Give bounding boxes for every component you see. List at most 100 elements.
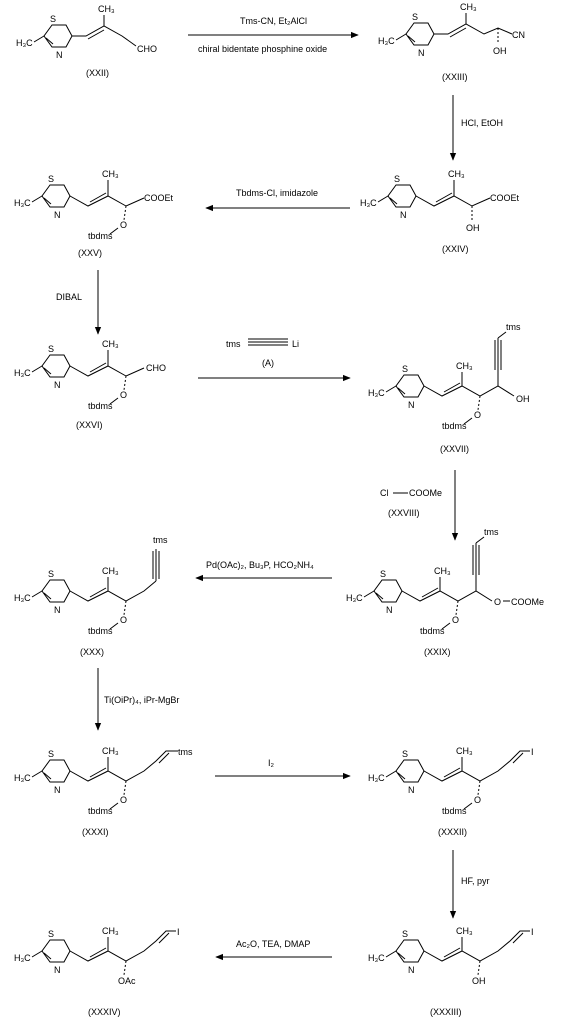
side-chain [69, 195, 145, 207]
hydroxyl-bond [477, 960, 481, 976]
nitrogen-label: N [54, 785, 61, 795]
ring-double-bond [43, 952, 52, 960]
thiazole-ring [395, 939, 425, 963]
vinyl-double-bond [512, 932, 524, 944]
methyl-bond [377, 195, 389, 203]
methyl-label: H₃C [360, 198, 377, 208]
ring-double-bond [397, 387, 406, 395]
sulfur-label: S [402, 749, 408, 759]
methyl-bond [31, 365, 43, 373]
silyl-bond [109, 802, 119, 810]
methyl-bond [395, 33, 407, 41]
step-arrow-5: tms Li (A) [198, 338, 351, 382]
step-arrow-10: HF, pyr [449, 850, 490, 919]
methyl-top-label: CH₃ [102, 926, 119, 936]
tbdms-label: tbdms [88, 806, 113, 816]
side-chain [415, 195, 491, 207]
aldehyde-label: CHO [146, 363, 166, 373]
compound-caption: (XXXIII) [430, 1007, 462, 1017]
thiazole-ring [43, 24, 73, 48]
silyl-bond [463, 417, 473, 425]
nitrogen-label: N [54, 605, 61, 615]
sulfur-label: S [48, 929, 54, 939]
oxygen-bond [477, 395, 481, 411]
methyl-top-label: CH₃ [448, 169, 465, 179]
compound-xxxii: S N H₃C CH₃ I tbdms O (XXXII) [368, 746, 534, 837]
compound-xxv: S N H₃C CH₃ COOEt tbdms O (XXV) [14, 169, 174, 258]
reagent-label: (A) [262, 358, 274, 368]
tbdms-label: tbdms [88, 231, 113, 241]
alkene-double-bond [89, 767, 107, 778]
side-chain [434, 23, 513, 35]
reagent-li-label: Li [292, 339, 299, 349]
thiazole-ring [373, 579, 403, 603]
nitrogen-label: N [418, 48, 425, 58]
reagent-label: Tbdms-Cl, imidazole [236, 188, 318, 198]
tms-label: tms [506, 322, 521, 332]
compound-caption: (XXVII) [440, 444, 469, 454]
thiazole-ring [41, 759, 71, 783]
reagent-coome-label: COOMe [409, 488, 442, 498]
thiazole-ring [395, 759, 425, 783]
silyl-bond [109, 397, 119, 405]
oxygen-bond [477, 780, 481, 796]
side-chain [72, 25, 137, 47]
alkene-double-bond [89, 362, 107, 373]
oxygen-bond [123, 600, 127, 616]
side-chain [69, 750, 178, 782]
reagent-tms-label: tms [226, 339, 241, 349]
acetate-label: OAc [118, 976, 136, 986]
iodine-label: I [531, 927, 534, 937]
nitrile-label: CN [512, 30, 525, 40]
reagent-label: Ac₂O, TEA, DMAP [236, 939, 310, 949]
compound-caption: (XXV) [78, 248, 102, 258]
alkene-double-bond [87, 29, 105, 40]
reagent-label: I₂ [268, 758, 275, 768]
methyl-bond [31, 195, 43, 203]
nitrogen-label: N [408, 400, 415, 410]
iodine-label: I [177, 927, 180, 937]
side-chain [69, 365, 145, 377]
sulfur-label: S [402, 364, 408, 374]
sulfur-label: S [48, 174, 54, 184]
sulfur-label: S [48, 344, 54, 354]
ring-double-bond [375, 592, 384, 600]
reagent-cl-label: Cl [380, 488, 389, 498]
step-arrow-1: Tms-CN, Et₂AlCl chiral bidentate phosphi… [188, 16, 359, 54]
methyl-top-label: CH₃ [456, 926, 473, 936]
compound-caption: (XXII) [86, 68, 109, 78]
hydroxyl-label: OH [516, 394, 530, 404]
side-chain [401, 590, 493, 602]
nitrogen-label: N [408, 965, 415, 975]
methyl-label: H₃C [346, 593, 363, 603]
step-arrow-4: DIBAL [56, 270, 102, 335]
tms-label: tms [153, 535, 168, 545]
compound-caption: (XXXII) [438, 827, 467, 837]
ring-double-bond [43, 772, 52, 780]
tbdms-label: tbdms [442, 806, 467, 816]
tms-bond [475, 536, 485, 544]
alkene-double-bond [443, 767, 461, 778]
compound-xxiv: S N H₃C CH₃ COOEt OH (XXIV) [360, 169, 520, 254]
ring-double-bond [389, 197, 398, 205]
methyl-top-label: CH₃ [434, 566, 451, 576]
hydroxyl-label: OH [472, 976, 486, 986]
reagent-label: (XXVIII) [388, 508, 420, 518]
ester-label: COOEt [490, 193, 520, 203]
iodine-label: I [531, 747, 534, 757]
methyl-top-label: CH₃ [102, 169, 119, 179]
methyl-label: H₃C [14, 198, 31, 208]
methyl-label: H₃C [14, 773, 31, 783]
step-arrow-11: Ac₂O, TEA, DMAP [215, 939, 332, 961]
compound-caption: (XXVI) [76, 420, 103, 430]
methyl-top-label: CH₃ [102, 566, 119, 576]
oxygen-bond [455, 600, 459, 616]
methyl-label: H₃C [378, 36, 395, 46]
hydroxyl-label: OH [466, 223, 480, 233]
compound-caption: (XXXIV) [88, 1007, 121, 1017]
methyl-label: H₃C [16, 38, 33, 48]
silyl-bond [463, 802, 473, 810]
side-chain [423, 930, 530, 962]
tms-label: tms [178, 747, 193, 757]
oxygen-label: O [120, 615, 127, 625]
